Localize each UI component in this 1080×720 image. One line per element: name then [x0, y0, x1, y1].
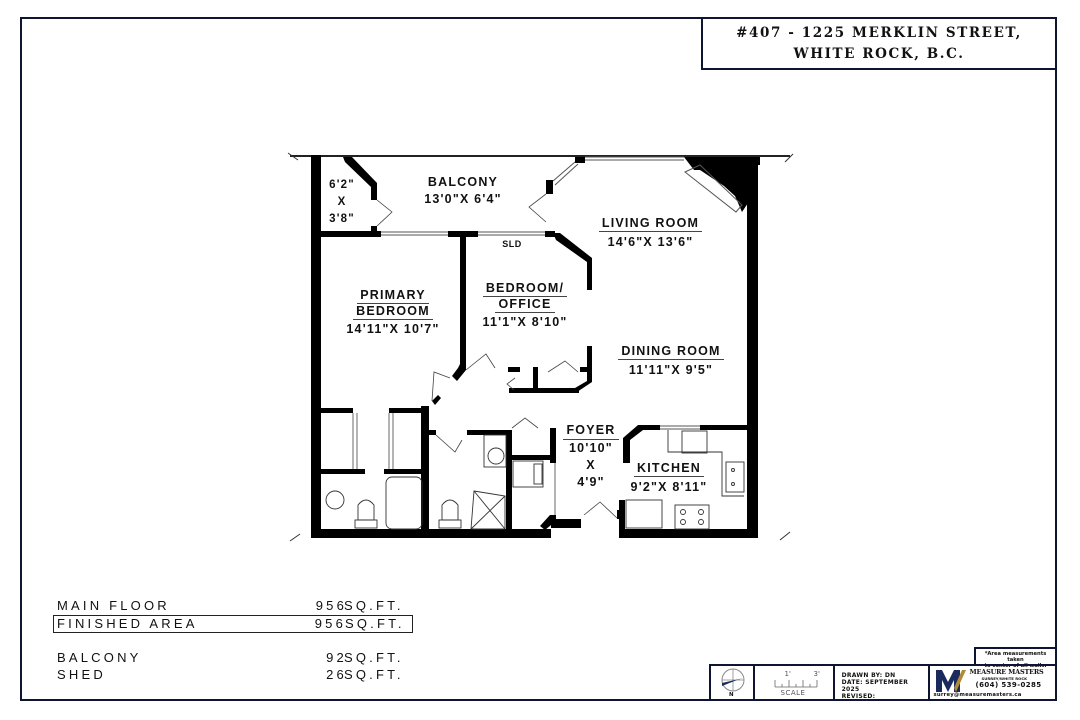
- area-row-balcony: BALCONY 92 SQ.FT.: [55, 650, 415, 668]
- compass-cell: N: [711, 666, 755, 701]
- area-unit: SQ.FT.: [344, 667, 404, 682]
- drawn-by: DRAWN BY: DN: [841, 672, 896, 679]
- primary-bedroom-name-2: BEDROOM: [353, 304, 433, 320]
- foyer-dim-1: 10'10": [569, 441, 613, 455]
- page-frame: [20, 17, 1057, 701]
- address-line-2: WHITE ROCK, B.C.: [793, 46, 965, 62]
- primary-bedroom-dims: 14'11"X 10'7": [346, 322, 440, 336]
- room-label-dining-room: DINING ROOM 11'11"X 9'5": [606, 344, 736, 378]
- bedroom-office-name-2: OFFICE: [495, 297, 555, 313]
- fixtures: [325, 430, 745, 530]
- area-label: BALCONY: [57, 650, 142, 665]
- scale-cell: 1' 3' SCALE: [755, 666, 835, 701]
- company-phone: (604) 539-0285: [975, 681, 1042, 689]
- diagonal-exterior-ticks: [287, 152, 794, 542]
- area-row-main-floor: MAIN FLOOR 956 SQ.FT.: [55, 598, 415, 616]
- address-line-1: #407 - 1225 MERKLIN STREET,: [736, 25, 1022, 41]
- area-label: MAIN FLOOR: [57, 598, 170, 613]
- kitchen-name: KITCHEN: [634, 461, 704, 477]
- address-title-box: #407 - 1225 MERKLIN STREET, WHITE ROCK, …: [701, 17, 1057, 70]
- foyer-x: X: [586, 458, 596, 472]
- bedroom-office-dims: 11'1"X 8'10": [482, 315, 568, 329]
- room-label-foyer: FOYER 10'10" X 4'9": [557, 422, 625, 491]
- foyer-name: FOYER: [563, 422, 619, 440]
- drawing-date: DATE: SEPTEMBER 2025: [841, 679, 909, 693]
- room-label-primary-bedroom: PRIMARY BEDROOM 14'11"X 10'7": [338, 288, 448, 337]
- shed-x: X: [337, 196, 347, 208]
- compass-icon: [721, 668, 745, 692]
- sliding-door-label: SLD: [502, 239, 522, 249]
- compass-north-label: N: [729, 692, 734, 698]
- area-unit: SQ.FT.: [344, 598, 404, 613]
- area-label: SHED: [57, 667, 106, 682]
- room-label-shed: 6'2" X 3'8": [322, 177, 362, 228]
- note-line-2: to center of all walls.: [984, 663, 1047, 669]
- area-unit: SQ.FT.: [345, 616, 405, 631]
- company-name: MEASURE MASTERS: [969, 668, 1044, 676]
- foyer-dim-2: 4'9": [577, 475, 605, 489]
- scale-tick-2: 3': [813, 670, 820, 678]
- area-value: 956: [314, 616, 346, 631]
- room-label-bedroom-office: BEDROOM/ OFFICE 11'1"X 8'10": [475, 281, 575, 330]
- note-line-1: *Area measurements taken: [984, 651, 1047, 663]
- company-location: SURREY/WHITE ROCK: [981, 676, 1028, 681]
- living-room-name: LIVING ROOM: [598, 216, 703, 232]
- area-row-finished-area: FINISHED AREA 956 SQ.FT.: [53, 615, 413, 633]
- room-label-kitchen: KITCHEN 9'2"X 8'11": [623, 461, 715, 495]
- revised: REVISED:: [841, 693, 876, 700]
- dining-room-name: DINING ROOM: [618, 344, 724, 360]
- title-block: N 1' 3' SCALE DRAWN BY: DN DATE: SEPTEMB…: [709, 664, 1057, 701]
- scale-bar-icon: [774, 680, 817, 688]
- company-email: surrey@measuremasters.ca: [933, 692, 1022, 698]
- bedroom-office-name-1: BEDROOM/: [482, 281, 568, 297]
- living-room-dims: 14'6"X 13'6": [607, 235, 694, 249]
- area-value: 92: [326, 650, 347, 665]
- room-label-living-room: LIVING ROOM 14'6"X 13'6": [588, 216, 713, 250]
- drawing-info-cell: DRAWN BY: DN DATE: SEPTEMBER 2025 REVISE…: [835, 666, 930, 701]
- company-cell: MEASURE MASTERS SURREY/WHITE ROCK (604) …: [930, 666, 1055, 701]
- area-value: 26: [326, 667, 347, 682]
- area-unit: SQ.FT.: [344, 650, 404, 665]
- balcony-name: BALCONY: [427, 175, 499, 189]
- shed-dim-2: 3'8": [329, 213, 355, 225]
- door-swings: [352, 193, 618, 519]
- kitchen-dims: 9'2"X 8'11": [630, 480, 708, 494]
- scale-tick-1: 1': [784, 670, 791, 678]
- shed-dim-1: 6'2": [329, 179, 355, 191]
- measure-masters-logo-icon: [935, 670, 966, 692]
- scale-label: SCALE: [780, 689, 806, 697]
- dining-room-dims: 11'11"X 9'5": [628, 363, 714, 377]
- windows: [381, 156, 743, 430]
- walls: [290, 155, 790, 538]
- primary-bedroom-name-1: PRIMARY: [357, 288, 429, 304]
- measurement-note: *Area measurements taken to center of al…: [974, 647, 1057, 669]
- area-label: FINISHED AREA: [57, 616, 198, 631]
- area-value: 956: [315, 598, 347, 613]
- area-row-shed: SHED 26 SQ.FT.: [55, 667, 415, 685]
- room-label-balcony: BALCONY 13'0"X 6'4": [398, 175, 528, 207]
- balcony-dims: 13'0"X 6'4": [424, 192, 502, 206]
